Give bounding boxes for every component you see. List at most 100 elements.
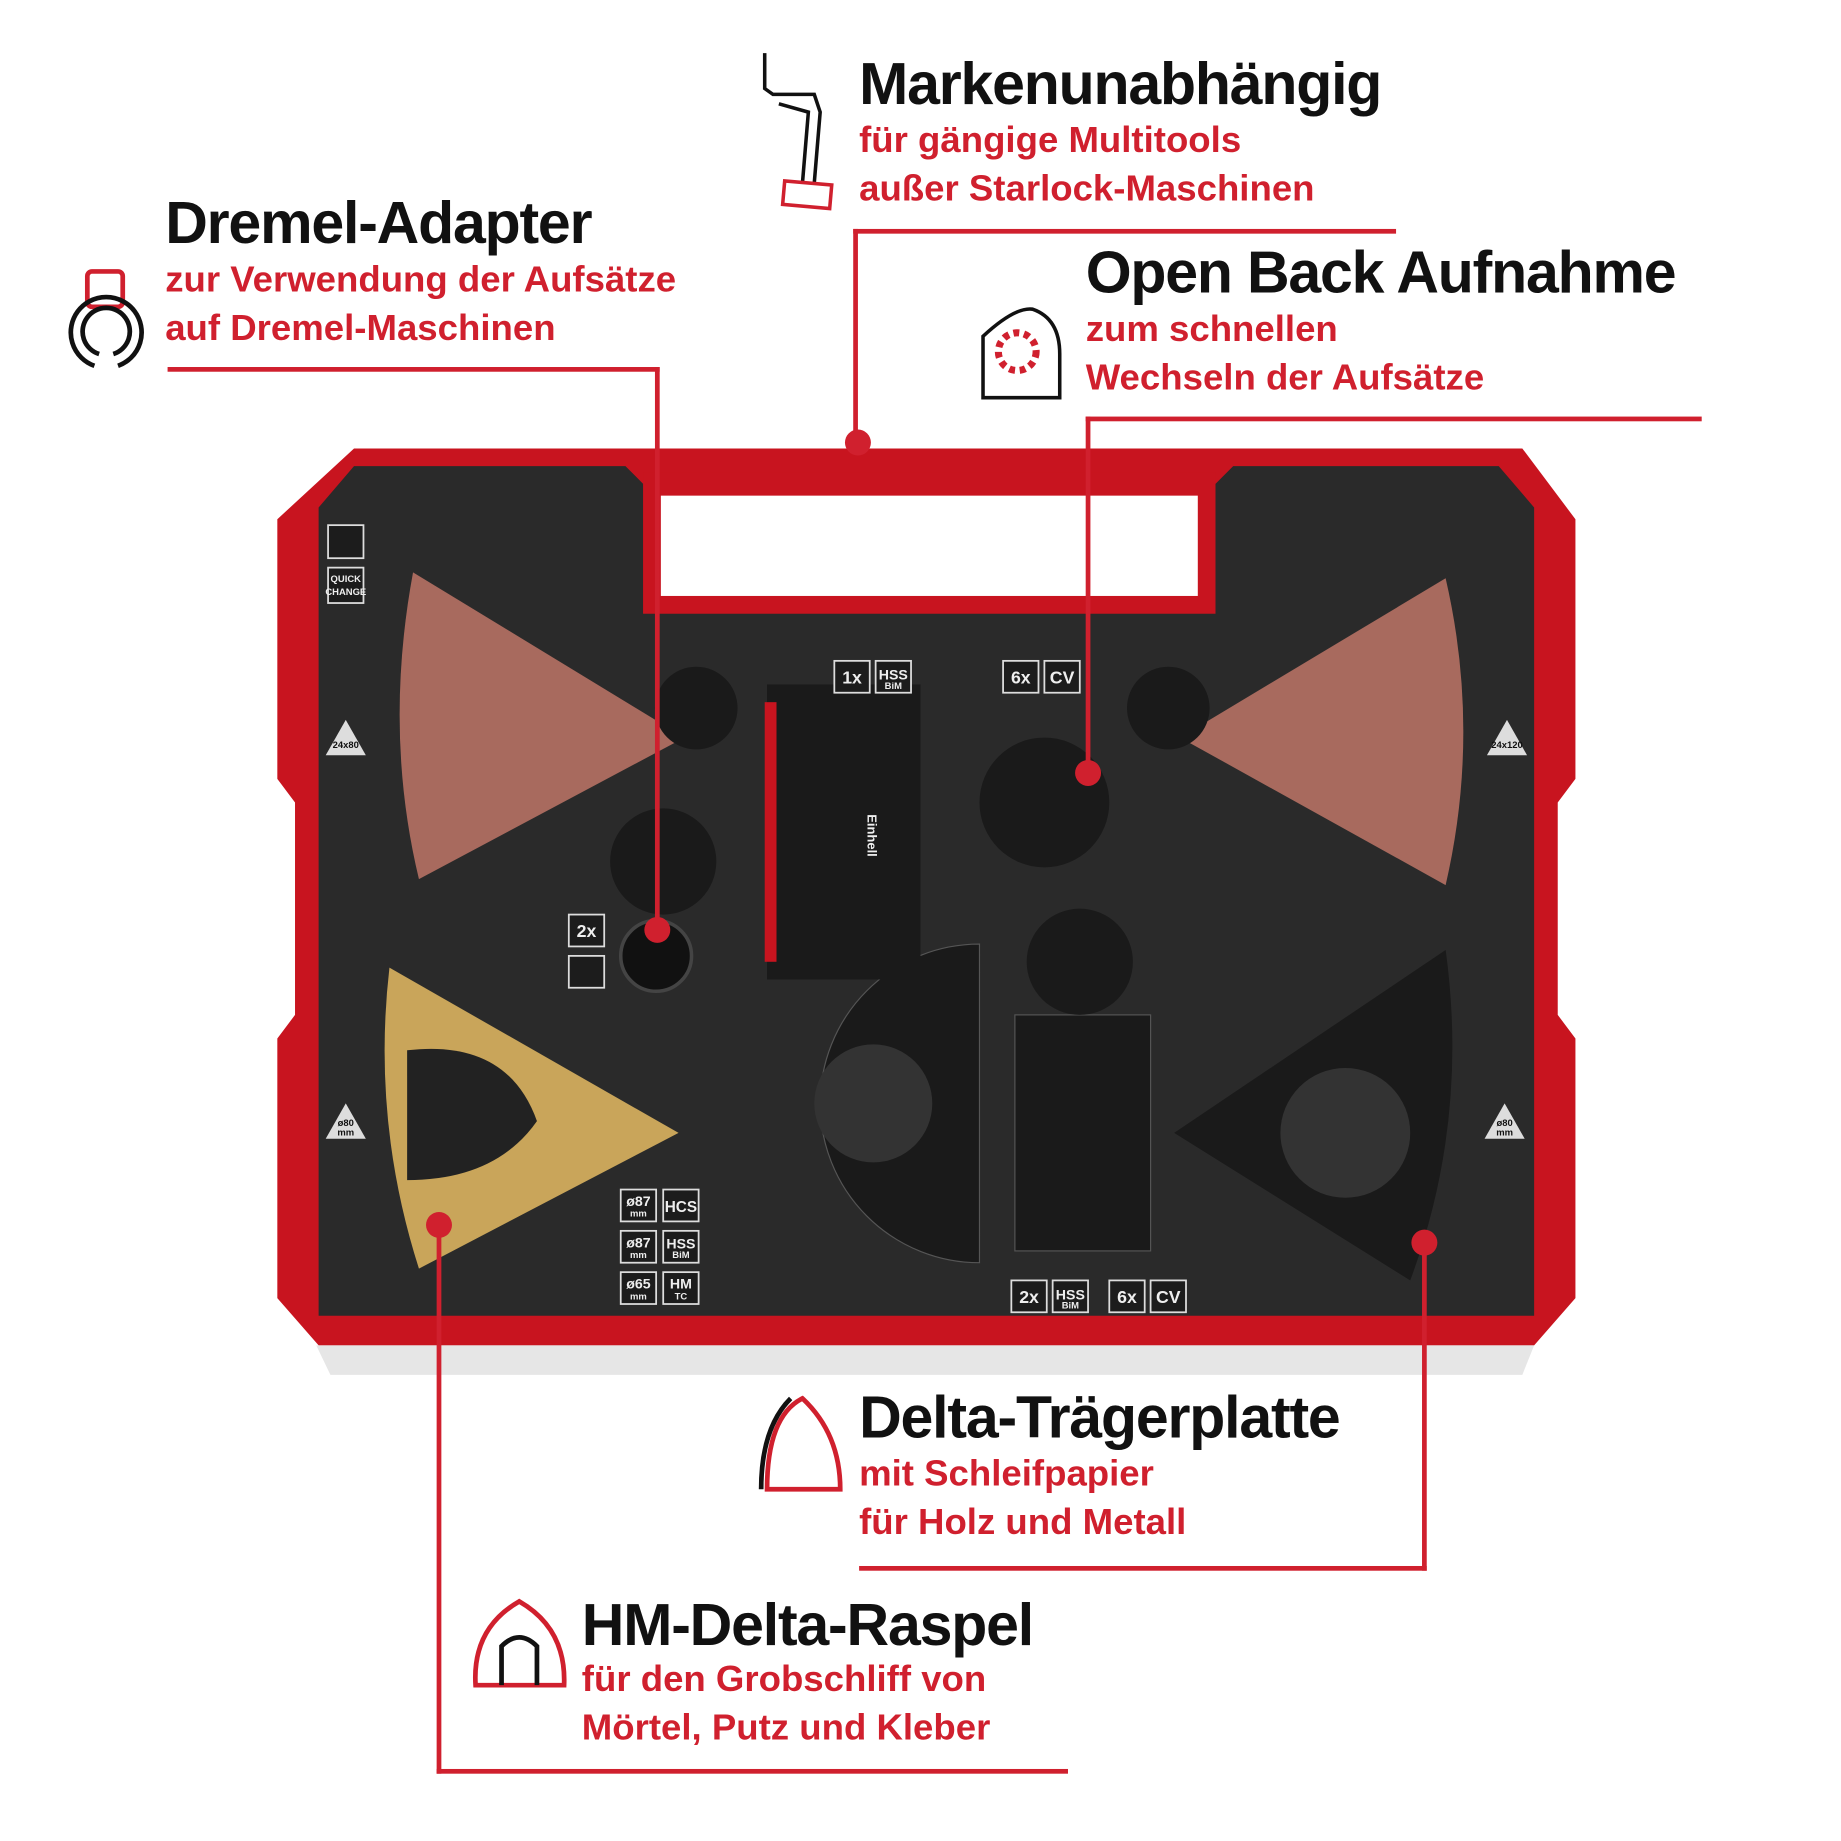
callout-line: mit Schleifpapier — [859, 1452, 1154, 1495]
openback-leader-line — [1085, 416, 1702, 422]
case-label: mm — [337, 1127, 354, 1138]
case-label: mm — [630, 1291, 647, 1302]
dremel-leader-line — [167, 367, 660, 372]
rasp-leader-line — [436, 1768, 1068, 1774]
quick-change-badge — [327, 566, 365, 604]
delta-plate-right — [1174, 949, 1453, 1281]
case-label: CV — [1050, 667, 1075, 687]
case-shape — [499, 1635, 540, 1686]
case-label: HSS — [879, 668, 908, 684]
callout-line: für Holz und Metall — [859, 1501, 1187, 1543]
case-shape — [1002, 659, 1040, 694]
case-shape — [399, 572, 685, 880]
openback-leader-vertical — [1085, 416, 1091, 773]
carbide-rasp — [384, 967, 679, 1269]
open-back-mount-icon — [981, 307, 1062, 400]
callout-line: Mörtel, Putz und Kleber — [581, 1706, 991, 1748]
case-shape — [407, 1048, 537, 1181]
case-shape — [767, 684, 921, 980]
callout-line: außer Starlock-Maschinen — [859, 167, 1315, 209]
case-shape — [764, 1395, 843, 1492]
sand-size-left: 24x80 — [333, 740, 359, 751]
case-label: ø80 — [338, 1118, 354, 1129]
case-shape — [780, 178, 834, 211]
plate-size-left-icon — [325, 1103, 366, 1139]
multitool-adapter-icon — [762, 53, 834, 211]
callout-title: HM-Delta-Raspel — [581, 1591, 1034, 1659]
plate-size-right-icon — [1484, 1103, 1525, 1139]
case-label: BiM — [885, 681, 902, 692]
case-shape — [1149, 1279, 1187, 1314]
case-shape — [662, 1188, 700, 1223]
case-shape — [654, 666, 738, 750]
case-shape — [981, 307, 1062, 400]
case-shape — [1026, 908, 1133, 1015]
callout-title: Delta-Trägerplatte — [859, 1384, 1341, 1451]
plunge-blades — [764, 684, 1152, 1252]
callout-line: für gängige Multitools — [859, 119, 1242, 161]
case-shape — [472, 1598, 567, 1688]
callout-delta-plate: Delta-Trägerplatte mit Schleifpapier für… — [859, 1384, 1341, 1546]
callout-hm-rasp: HM-Delta-Raspel für den Grobschliff von … — [581, 1591, 1034, 1751]
rasp-leader-vertical — [436, 1224, 442, 1774]
multitool-badge-icon — [327, 524, 365, 560]
case-label: 6x — [1117, 1287, 1137, 1307]
callout-title: Markenunabhängig — [859, 50, 1382, 117]
callout-line: für den Grobschliff von — [581, 1658, 987, 1700]
dremel-adapter-part — [610, 808, 717, 994]
case-shape — [662, 1271, 700, 1305]
sanding-size-left-icon — [325, 719, 366, 756]
case-label: 2x — [577, 921, 597, 941]
callout-title: Dremel-Adapter — [165, 189, 592, 257]
dremel-marker — [644, 916, 671, 943]
case-shape — [762, 53, 822, 184]
deltaplate-leader-vertical — [1422, 1242, 1427, 1571]
case-shape — [619, 1188, 658, 1223]
case-label: HM — [670, 1277, 692, 1293]
case-label: ø80 — [1496, 1118, 1512, 1129]
case-label: mm — [1496, 1127, 1513, 1138]
case-shape — [1126, 666, 1210, 750]
sandpaper-left — [399, 572, 685, 880]
brand-leader-vertical — [853, 228, 858, 442]
case-shape — [1180, 578, 1464, 886]
case-label: ø65 — [626, 1277, 651, 1293]
callout-line: auf Dremel-Maschinen — [165, 306, 556, 349]
case-shape — [1051, 1279, 1089, 1314]
case-label: mm — [630, 1250, 647, 1261]
rasp-marker — [426, 1211, 452, 1238]
case-shape — [1043, 659, 1081, 694]
case-label: 2x — [1019, 1287, 1039, 1307]
case-label: 6x — [1011, 667, 1031, 687]
case-shape — [1014, 1014, 1152, 1252]
case-label: ø87 — [626, 1194, 651, 1210]
openback-marker — [1075, 759, 1102, 786]
case-shape — [619, 1271, 658, 1305]
sand-size-right: 24x120 — [1491, 740, 1523, 751]
callout-line: Wechseln der Aufsätze — [1085, 356, 1485, 398]
dremel-leader-vertical — [654, 367, 660, 932]
case-label: HSS — [666, 1237, 695, 1253]
case-shape — [1108, 1279, 1146, 1314]
case-label: mm — [630, 1209, 647, 1220]
delta-sanding-plate-icon — [758, 1395, 843, 1492]
case-label: 1x — [842, 667, 862, 687]
deltaplate-marker — [1411, 1229, 1438, 1256]
callout-title: Open Back Aufnahme — [1085, 239, 1677, 306]
case-shape — [778, 102, 811, 184]
case-shape — [758, 1396, 793, 1490]
case-shape — [68, 294, 144, 369]
callout-line: zur Verwendung der Aufsätze — [165, 258, 677, 300]
case-shape — [833, 659, 871, 694]
case-shape — [874, 659, 912, 694]
deltaplate-leader-line — [859, 1565, 1427, 1571]
case-label: CV — [1156, 1287, 1181, 1307]
case-label: BiM — [1062, 1301, 1079, 1312]
dremel-badge-icon — [567, 954, 606, 989]
brand-marker — [844, 429, 871, 456]
case-shape — [994, 329, 1040, 375]
callout-line: zum schnellen — [1085, 308, 1338, 350]
dremel-adapter-icon — [68, 269, 144, 369]
case-shape — [814, 1044, 933, 1163]
